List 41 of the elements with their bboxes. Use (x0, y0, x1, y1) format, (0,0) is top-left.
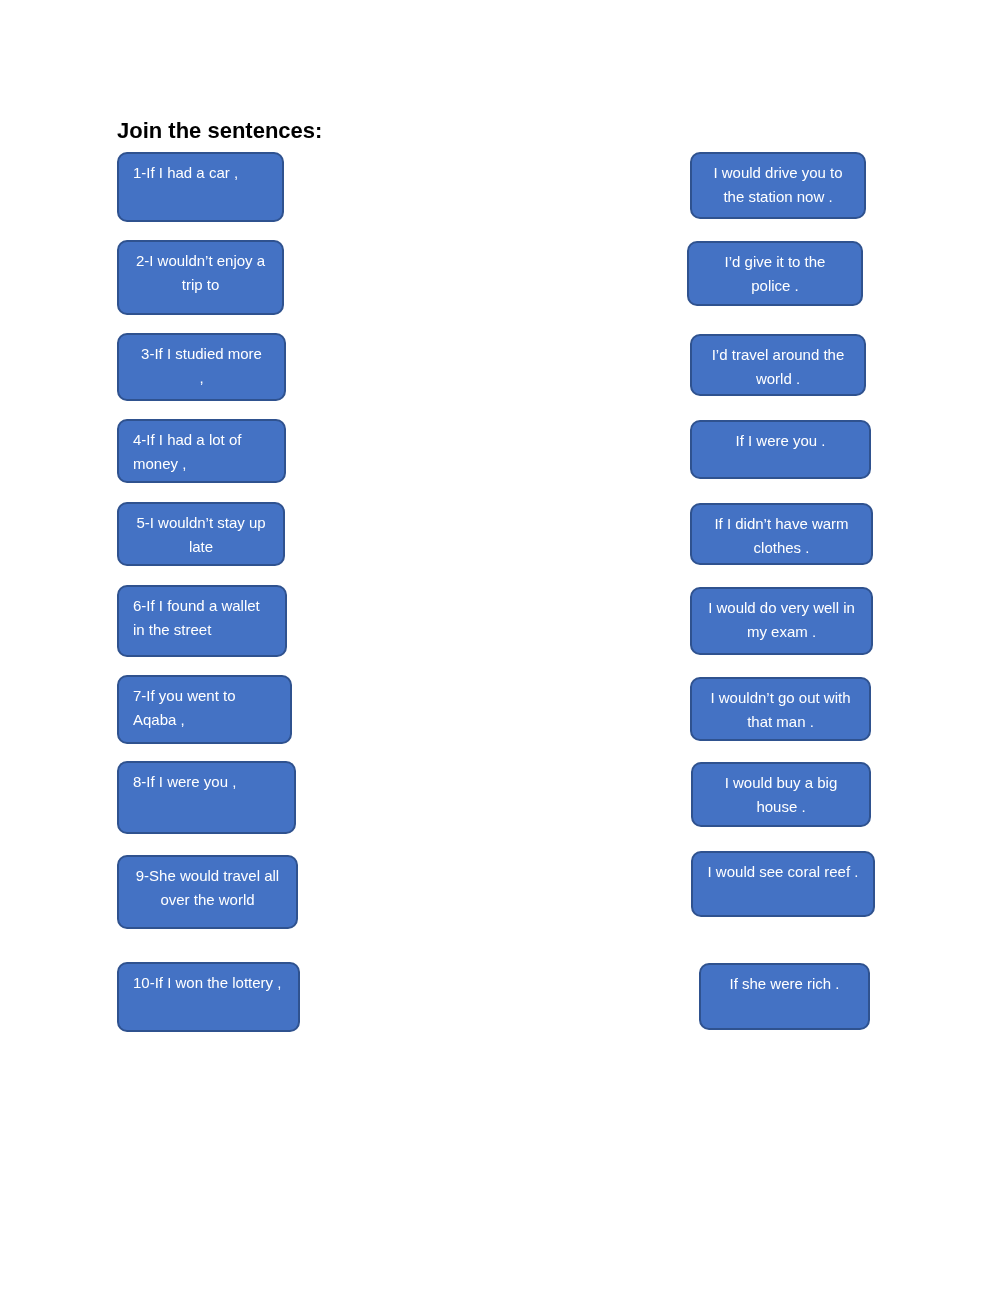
sentence-card (117, 761, 296, 834)
sentence-card (690, 152, 866, 219)
sentence-card (117, 675, 292, 744)
sentence-card (117, 333, 286, 401)
sentence-card (117, 962, 300, 1032)
sentence-card (690, 334, 866, 396)
sentence-text: I wouldn’t go out with that man . (709, 688, 852, 732)
sentence-text: If she were rich . (728, 974, 841, 994)
sentence-text: I’d give it to the police . (723, 252, 827, 296)
sentence-text: 1-If I had a car , (133, 163, 240, 183)
sentence-text: 4-If I had a lot of money , (133, 430, 243, 474)
sentence-text: I would buy a big house . (723, 773, 839, 817)
sentence-text: 5-I wouldn’t stay up late (135, 513, 267, 557)
sentence-text: 7-If you went to Aqaba , (133, 686, 237, 730)
sentence-text: I would drive you to the station now . (712, 163, 844, 207)
worksheet-title: Join the sentences: (117, 118, 323, 144)
sentence-text: 10-If I won the lottery , (133, 973, 283, 993)
sentence-text: 8-If I were you , (133, 772, 238, 792)
sentence-card (691, 851, 875, 917)
sentence-card (691, 762, 871, 827)
sentence-card (690, 503, 873, 565)
sentence-card (690, 420, 871, 479)
sentence-text: 6-If I found a wallet in the street (133, 596, 261, 640)
sentence-card (117, 240, 284, 315)
sentence-card (690, 587, 873, 655)
sentence-card (687, 241, 863, 306)
sentence-text: I’d travel around the world . (710, 345, 846, 389)
sentence-card (117, 502, 285, 566)
sentence-card (117, 585, 287, 657)
sentence-card (117, 419, 286, 483)
sentence-card (117, 855, 298, 929)
sentence-text: 9-She would travel all over the world (134, 866, 281, 910)
sentence-card (699, 963, 870, 1030)
sentence-text: If I didn’t have warm clothes . (713, 514, 850, 558)
sentence-text: 3-If I studied more , (141, 344, 262, 388)
sentence-text: If I were you . (734, 431, 827, 451)
sentence-text: I would see coral reef . (707, 862, 859, 882)
sentence-text: 2-I wouldn’t enjoy a trip to (134, 251, 267, 295)
sentence-card (117, 152, 284, 222)
sentence-card (690, 677, 871, 741)
sentence-text: I would do very well in my exam . (707, 598, 856, 642)
